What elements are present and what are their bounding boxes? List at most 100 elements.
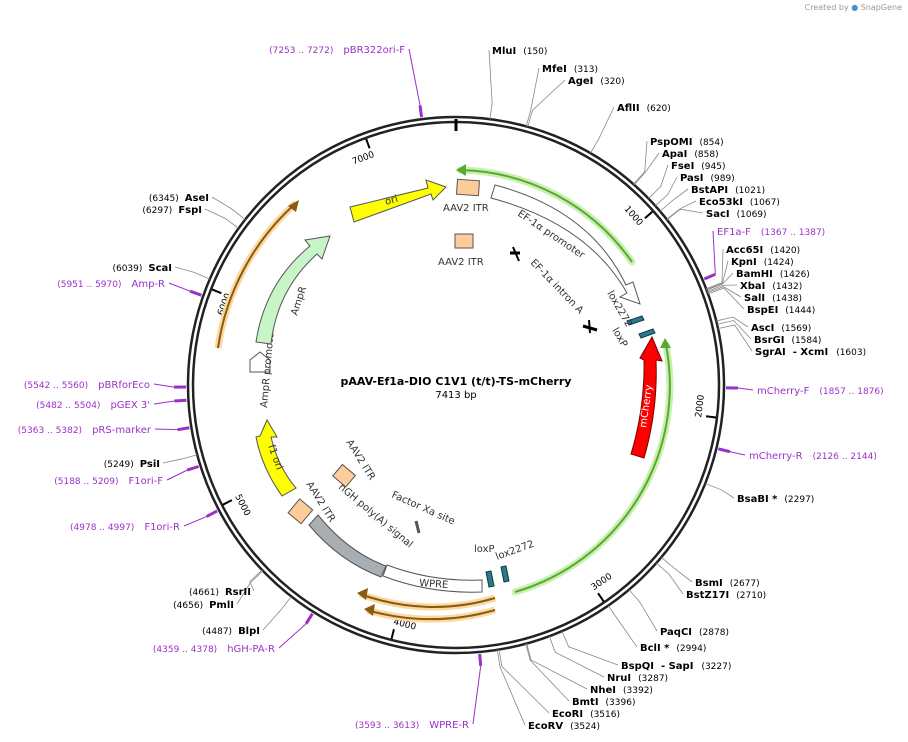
restriction-site[interactable]: AgeI(320) [568,76,625,87]
primer-range: (5188 .. 5209) [54,477,118,487]
restriction-site[interactable]: BmtI(3396) [572,697,635,708]
restriction-site[interactable]: PspOMI(854) [650,137,724,148]
restriction-site[interactable]: BspEI(1444) [747,305,815,316]
site-position: (989) [710,174,734,184]
snapgene-logo-icon: ● [851,3,859,12]
restriction-site[interactable]: SalI(1438) [744,293,802,304]
site-name: RsrII [225,587,251,598]
site-leader-line [498,649,550,714]
site-position: (320) [600,77,624,87]
primer[interactable]: hGH-PA-R(4359 .. 4378) [153,644,275,655]
restriction-site[interactable]: RsrII(4661) [189,587,251,598]
site-name: NheI [590,685,616,696]
primer[interactable]: pBRforEco(5542 .. 5560) [24,380,150,391]
site-position: (2710) [736,591,766,601]
restriction-site[interactable]: PaqCI(2878) [660,627,729,638]
tick-mark [211,288,222,295]
site-position: (1067) [750,198,780,208]
restriction-site[interactable]: XbaI(1432) [740,281,802,292]
site-leader-line [648,164,669,199]
restriction-site[interactable]: MfeI(313) [542,64,598,75]
site-position: (1424) [764,258,794,268]
restriction-site[interactable]: FseI(945) [671,161,726,172]
primer-mark [189,289,202,297]
restriction-site[interactable]: BlpI(4487) [202,626,260,637]
orf-green-top [456,164,636,266]
restriction-site[interactable]: SacI(1069) [706,209,767,220]
primer[interactable]: mCherry-R(2126 .. 2144) [749,451,877,462]
restriction-site[interactable]: ScaI(6039) [112,263,172,274]
primer-mark [205,509,218,518]
primer-leader [166,469,188,481]
restriction-site[interactable]: BclI *(2994) [640,643,706,654]
restriction-site[interactable]: BstZ17I(2710) [686,590,766,601]
site-name: EcoRI [552,709,583,720]
ef1a-intron-tick2 [588,319,591,334]
primer[interactable]: F1ori-R(4978 .. 4997) [70,522,180,533]
restriction-site[interactable]: EcoRI(3516) [552,709,620,720]
restriction-site[interactable]: KpnI(1424) [731,257,794,268]
site-position: (858) [694,150,718,160]
restriction-site[interactable]: AseI(6345) [149,193,209,204]
mcherry-feature [630,335,663,459]
primer[interactable]: mCherry-F(1857 .. 1876) [757,386,884,397]
site-leader-line [706,272,734,291]
restriction-site[interactable]: BsaBI *(2297) [737,494,814,505]
site-extra: - SapI [661,661,693,672]
site-position: (5249) [104,460,134,470]
site-name: ScaI [148,263,172,274]
restriction-site[interactable]: BsrGI(1584) [754,335,821,346]
site-name: MfeI [542,64,567,75]
ampr-promoter-feature [249,351,271,373]
tick-mark [705,415,717,419]
restriction-site[interactable]: ApaI(858) [662,149,719,160]
primer[interactable]: pGEX 3'(5482 .. 5504) [36,400,150,411]
tick-mark [222,499,233,506]
restriction-site[interactable]: AscI(1569) [751,323,811,334]
primer-name: Amp-R [132,279,166,290]
tick-mark [365,138,371,149]
restriction-site[interactable]: BstAPI(1021) [691,185,765,196]
primer[interactable]: Amp-R(5951 .. 5970) [57,279,165,290]
primer-leader [737,387,754,391]
primer-leader [729,451,746,456]
restriction-site[interactable]: FspI(6297) [142,205,202,216]
site-position: (6297) [142,206,172,216]
aav2-itr-top [455,178,480,197]
restriction-site[interactable]: MluI(150) [492,46,547,57]
site-leader-line [526,643,588,690]
primer-name: F1ori-F [129,476,164,487]
primer[interactable]: WPRE-R(3593 .. 3613) [355,720,469,731]
site-leader-line [548,636,605,678]
site-position: (4487) [202,627,232,637]
restriction-site[interactable]: BamHI(1426) [736,269,810,280]
restriction-site[interactable]: PsiI(5249) [104,459,160,470]
site-leader-line [656,562,684,595]
restriction-site[interactable]: BspQI- SapI(3227) [621,661,731,672]
site-position: (1069) [737,210,767,220]
primer[interactable]: F1ori-F (5188 .. 5209) [54,476,163,487]
site-name: BspQI [621,661,654,672]
credit-prefix: Created by [804,3,849,12]
restriction-site[interactable]: AflII(620) [617,103,671,114]
primer-leader [472,665,482,725]
restriction-site[interactable]: Acc65I(1420) [726,245,800,256]
restriction-site[interactable]: EcoRV(3524) [528,721,600,732]
restriction-site[interactable]: NruI(3287) [607,673,668,684]
restriction-site[interactable]: Eco53kI(1067) [699,197,780,208]
site-leader-line [590,106,615,154]
primer[interactable]: EF1a-F(1367 .. 1387) [717,227,825,238]
ampr-feature [255,235,331,345]
site-position: (1420) [770,246,800,256]
restriction-site[interactable]: BsmI(2677) [695,578,760,589]
site-position: (2297) [784,495,814,505]
restriction-site[interactable]: NheI(3392) [590,685,653,696]
restriction-site[interactable]: PasI(989) [680,173,735,184]
restriction-site[interactable]: PmlI(4656) [173,600,234,611]
primer[interactable]: pBR322ori-F(7253 .. 7272) [269,45,405,56]
site-position: (1432) [772,282,802,292]
site-name: NruI [607,673,631,684]
primer-range: (4359 .. 4378) [153,645,217,655]
primer[interactable]: pRS-marker(5363 .. 5382) [18,425,152,436]
restriction-site[interactable]: SgrAI- XcmI(1603) [755,347,866,358]
